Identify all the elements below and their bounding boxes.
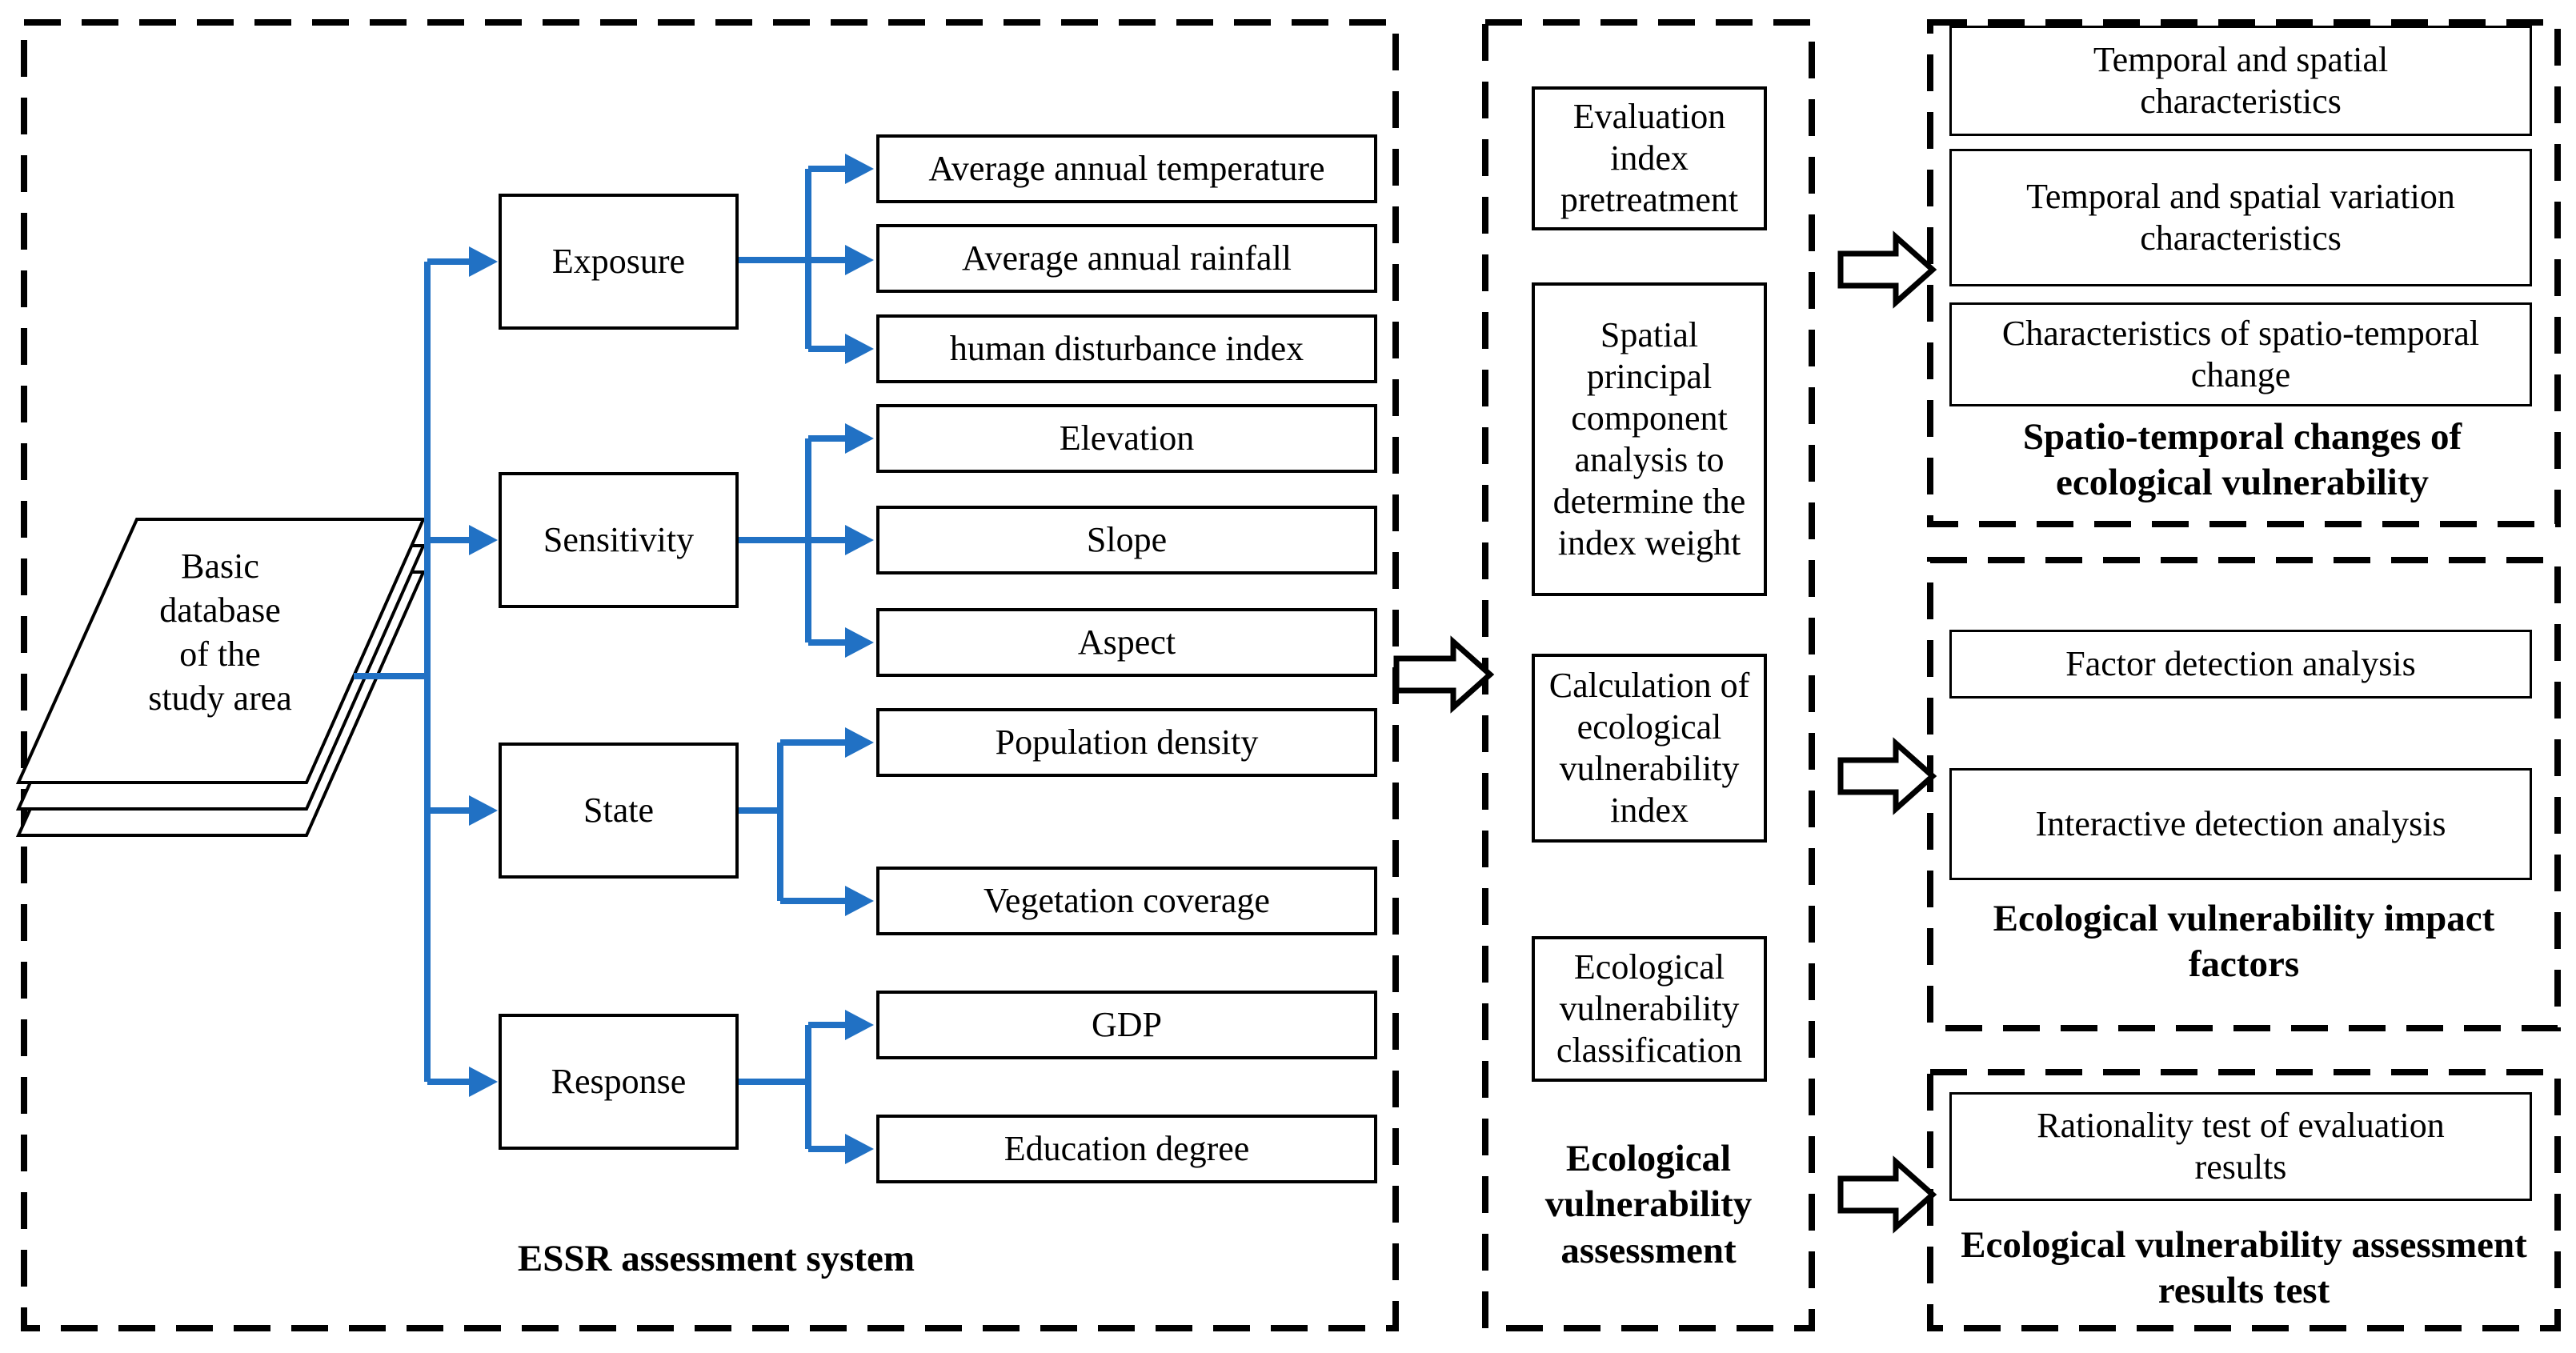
right-middle-panel-caption: Ecological vulnerability impact factors bbox=[1984, 896, 2504, 988]
indicator-box-education-degree: Education degree bbox=[876, 1115, 1377, 1183]
database-label-line: database bbox=[159, 590, 281, 630]
blue-connector-lines bbox=[354, 166, 848, 1152]
database-stack-icon bbox=[15, 518, 427, 837]
result-label: Factor detection analysis bbox=[2065, 644, 2416, 684]
indicator-label: Education degree bbox=[1004, 1129, 1250, 1169]
database-label-line: study area bbox=[148, 679, 292, 718]
result-label: Temporal and spatial characteristics bbox=[2093, 40, 2389, 121]
panel-transition-arrows bbox=[1393, 230, 1937, 1234]
category-box-sensitivity: Sensitivity bbox=[499, 472, 739, 608]
category-label: Exposure bbox=[551, 242, 686, 282]
indicator-label: Average annual temperature bbox=[928, 149, 1325, 189]
category-box-response: Response bbox=[499, 1014, 739, 1150]
arrow-left-to-middle bbox=[1393, 635, 1495, 714]
step-box-spatial-pca: Spatial principal component analysis to … bbox=[1532, 282, 1767, 596]
middle-panel-caption-text: Ecological vulnerability assessment bbox=[1544, 1138, 1753, 1271]
indicator-label: Slope bbox=[1086, 520, 1168, 560]
arrow-middle-to-right-middle bbox=[1837, 737, 1937, 815]
result-label: Interactive detection analysis bbox=[2035, 804, 2446, 844]
indicator-box-average-annual-rainfall: Average annual rainfall bbox=[876, 224, 1377, 293]
result-label: Rationality test of evaluation results bbox=[2037, 1106, 2445, 1187]
indicator-label: Vegetation coverage bbox=[984, 881, 1270, 921]
right-top-panel-caption: Spatio-temporal changes of ecological vu… bbox=[2002, 414, 2482, 506]
indicator-box-elevation: Elevation bbox=[876, 404, 1377, 473]
right-bottom-panel-caption: Ecological vulnerability assessment resu… bbox=[1932, 1223, 2556, 1315]
left-panel-caption-text: ESSR assessment system bbox=[517, 1238, 915, 1279]
indicator-label: Average annual rainfall bbox=[961, 238, 1292, 278]
indicator-label: human disturbance index bbox=[949, 329, 1304, 369]
indicator-box-slope: Slope bbox=[876, 506, 1377, 574]
category-label: Response bbox=[551, 1062, 687, 1102]
right-top-dashed-panel-border bbox=[1927, 19, 2561, 527]
indicator-box-vegetation-coverage: Vegetation coverage bbox=[876, 867, 1377, 935]
indicator-label: Elevation bbox=[1059, 418, 1195, 458]
database-label-line: Basic bbox=[181, 546, 259, 586]
right-bottom-caption-text: Ecological vulnerability assessment resu… bbox=[1961, 1224, 2527, 1312]
step-label: Calculation of ecological vulnerability … bbox=[1548, 666, 1750, 830]
category-box-exposure: Exposure bbox=[499, 194, 739, 330]
blue-arrowheads bbox=[469, 154, 874, 1164]
indicator-box-average-annual-temperature: Average annual temperature bbox=[876, 134, 1377, 203]
result-box-factor-detection: Factor detection analysis bbox=[1949, 630, 2532, 699]
step-box-evaluation-index-pretreatment: Evaluation index pretreatment bbox=[1532, 86, 1767, 230]
right-top-caption-text: Spatio-temporal changes of ecological vu… bbox=[2022, 416, 2462, 504]
indicator-box-population-density: Population density bbox=[876, 708, 1377, 777]
step-box-ev-classification: Ecological vulnerability classification bbox=[1532, 936, 1767, 1082]
result-box-spatio-temporal-change: Characteristics of spatio-temporal chang… bbox=[1949, 302, 2532, 406]
indicator-label: Aspect bbox=[1077, 622, 1176, 662]
database-label: Basic database of the study area bbox=[88, 544, 352, 720]
result-box-interactive-detection: Interactive detection analysis bbox=[1949, 768, 2532, 880]
result-label: Characteristics of spatio-temporal chang… bbox=[2001, 314, 2480, 394]
result-box-temporal-spatial-variation: Temporal and spatial variation character… bbox=[1949, 149, 2532, 286]
indicator-box-gdp: GDP bbox=[876, 991, 1377, 1059]
result-label: Temporal and spatial variation character… bbox=[2026, 177, 2455, 258]
arrow-middle-to-right-bottom bbox=[1837, 1155, 1937, 1234]
step-label: Ecological vulnerability classification bbox=[1556, 947, 1743, 1070]
result-box-rationality-test: Rationality test of evaluation results bbox=[1949, 1092, 2532, 1201]
right-middle-caption-text: Ecological vulnerability impact factors bbox=[1993, 898, 2495, 986]
left-panel-caption: ESSR assessment system bbox=[476, 1236, 956, 1282]
category-label: Sensitivity bbox=[543, 520, 695, 560]
arrow-middle-to-right-top bbox=[1837, 230, 1937, 309]
step-box-evi-calculation: Calculation of ecological vulnerability … bbox=[1532, 654, 1767, 843]
indicator-box-aspect: Aspect bbox=[876, 608, 1377, 677]
category-label: State bbox=[583, 791, 654, 831]
result-box-temporal-spatial-characteristics: Temporal and spatial characteristics bbox=[1949, 26, 2532, 136]
database-label-line: of the bbox=[179, 634, 261, 674]
right-middle-dashed-panel-border bbox=[1927, 557, 2561, 1031]
indicator-label: Population density bbox=[995, 723, 1259, 763]
step-label: Evaluation index pretreatment bbox=[1560, 97, 1739, 219]
middle-panel-caption: Ecological vulnerability assessment bbox=[1528, 1136, 1769, 1274]
category-box-state: State bbox=[499, 743, 739, 879]
indicator-label: GDP bbox=[1091, 1005, 1163, 1045]
step-label: Spatial principal component analysis to … bbox=[1552, 315, 1746, 562]
indicator-box-human-disturbance-index: human disturbance index bbox=[876, 314, 1377, 383]
